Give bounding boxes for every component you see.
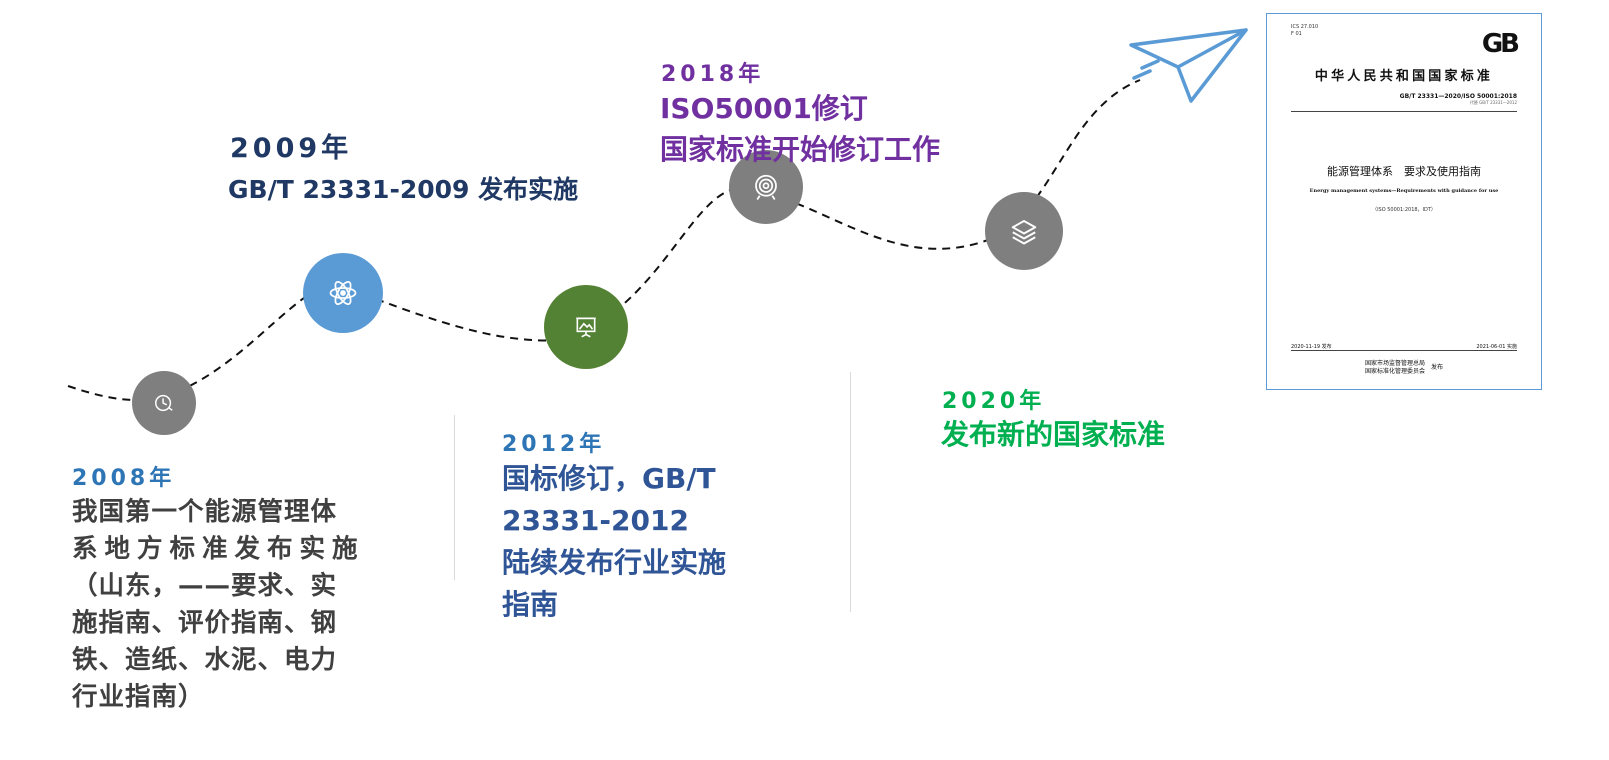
- idt-note: （ISO 50001:2018，IDT）: [1372, 207, 1436, 213]
- atom-icon: [329, 281, 357, 305]
- divider-line-1: [454, 415, 455, 580]
- desc-2020: 发布新的国家标准: [941, 418, 1166, 451]
- milestone-node-2012: [544, 285, 628, 369]
- divider-line-2: [850, 372, 851, 612]
- clock-icon: [155, 394, 173, 412]
- year-2012: 2012年: [502, 432, 606, 457]
- issue-date: 2020-11-19 发布: [1291, 344, 1332, 350]
- english-standard-name: Energy management systems—Requirements w…: [1309, 188, 1499, 194]
- milestone-node-2018: [729, 150, 803, 224]
- year-2009: 2009年: [230, 133, 353, 164]
- gb-logo: GB: [1481, 29, 1520, 59]
- milestone-node-2009: [303, 253, 383, 333]
- year-2008: 2008年: [72, 466, 176, 491]
- replaces-note: 代替 GB/T 23331—2012: [1469, 100, 1517, 105]
- layers-icon: [1011, 220, 1037, 245]
- desc-2012: 国标修订，GB/T 23331-2012 陆续发布行业实施 指南: [502, 462, 727, 621]
- year-2020: 2020年: [942, 389, 1046, 414]
- milestone-node-2008: [132, 371, 196, 435]
- ics-code: ICS 27.010 F 01: [1291, 24, 1319, 37]
- national-standard-title: 中华人民共和国国家标准: [1314, 69, 1494, 84]
- standard-code: GB/T 23331—2020/ISO 50001:2018: [1399, 93, 1517, 100]
- desc-2018: ISO50001修订 国家标准开始修订工作: [660, 92, 941, 166]
- publisher: 国家市场监督管理总局 国家标准化管理委员会 发布: [1364, 360, 1444, 375]
- desc-2009: GB/T 23331-2009 发布实施: [228, 175, 579, 204]
- milestone-node-2020: [985, 192, 1063, 270]
- target-icon: [755, 174, 777, 200]
- standard-document-cover: ICS 27.010 F 01 GB 中华人民共和国国家标准 GB/T 2333…: [1266, 13, 1542, 390]
- header-rule: [1291, 111, 1517, 112]
- paper-plane-icon: [1129, 28, 1248, 103]
- desc-2008: 我国第一个能源管理体 系地方标准发布实施 （山东，——要求、实 施指南、评价指南…: [72, 497, 365, 712]
- year-2018: 2018年: [661, 62, 765, 87]
- chinese-standard-name: 能源管理体系 要求及使用指南: [1327, 165, 1481, 178]
- presentation-icon: [576, 317, 596, 338]
- implementation-date: 2021-06-01 实施: [1476, 344, 1517, 350]
- footer-rule: [1291, 350, 1517, 351]
